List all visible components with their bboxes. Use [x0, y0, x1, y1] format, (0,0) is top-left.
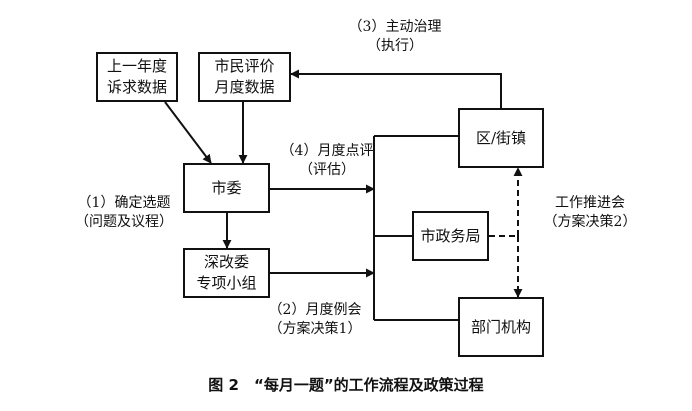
- node-reform-group: 深改委 专项小组: [183, 248, 270, 298]
- node-district: 区/街镇: [458, 108, 544, 168]
- label-topic-selection: （1）确定选题 （问题及议程）: [54, 194, 194, 232]
- edge-district-to-citizen: [290, 69, 502, 108]
- label-active-governance-line1: （3）主动治理: [348, 19, 442, 35]
- label-monthly-review-line1: （4）月度点评: [280, 143, 374, 159]
- label-monthly-meeting: （2）月度例会 （方案决策1）: [245, 301, 385, 339]
- node-departments: 部门机构: [458, 297, 544, 357]
- node-reform-group-line2: 专项小组: [196, 274, 257, 292]
- node-district-label: 区/街镇: [475, 128, 527, 147]
- label-topic-selection-line1: （1）确定选题: [77, 195, 171, 211]
- label-monthly-meeting-line2: （方案决策1）: [268, 321, 362, 337]
- node-departments-label: 部门机构: [470, 317, 531, 336]
- label-work-promotion: 工作推进会 （方案决策2）: [526, 194, 654, 232]
- node-citizen-eval-data: 市民评价 月度数据: [198, 52, 291, 102]
- node-prev-year-data: 上一年度 诉求数据: [96, 52, 178, 102]
- node-city-committee: 市委: [183, 163, 270, 213]
- node-citizen-eval-line1: 市民评价: [214, 57, 275, 75]
- figure-caption: 图 2 “每月一题”的工作流程及政策过程: [208, 376, 484, 394]
- node-prev-year-line1: 上一年度: [106, 57, 167, 75]
- node-city-committee-label: 市委: [211, 178, 242, 197]
- node-prev-year-line2: 诉求数据: [106, 78, 167, 96]
- node-citizen-eval-line2: 月度数据: [214, 78, 275, 96]
- label-active-governance: （3）主动治理 （执行）: [320, 18, 470, 56]
- label-work-promotion-line1: 工作推进会: [555, 195, 625, 211]
- label-topic-selection-line2: （问题及议程）: [75, 214, 173, 230]
- node-gov-bureau-label: 市政务局: [420, 226, 481, 245]
- edge-prevyear-to-committee: [164, 101, 212, 164]
- node-gov-bureau: 市政务局: [412, 211, 489, 261]
- label-monthly-review: （4）月度点评 （评估）: [262, 142, 392, 180]
- label-work-promotion-line2: （方案决策2）: [543, 214, 637, 230]
- label-monthly-review-line2: （评估）: [299, 162, 355, 178]
- label-monthly-meeting-line1: （2）月度例会: [268, 302, 362, 318]
- node-reform-group-line1: 深改委: [203, 253, 249, 271]
- label-active-governance-line2: （执行）: [367, 38, 423, 54]
